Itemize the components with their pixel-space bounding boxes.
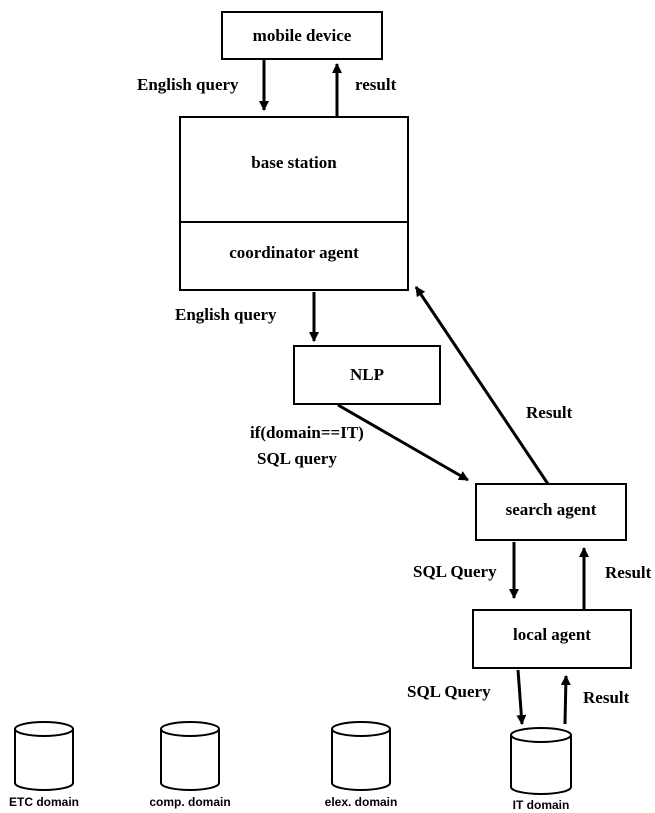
base-station-label: base station [251, 153, 337, 172]
sql-query-search-local-label: SQL Query [413, 562, 497, 581]
result-db-local-label: Result [583, 688, 630, 707]
elex-domain-database: elex. domain [325, 721, 398, 809]
sql-query-local-db-label: SQL Query [407, 682, 491, 701]
mobile-device-label: mobile device [253, 26, 352, 45]
english-query-mid-label: English query [175, 305, 277, 324]
result-top-label: result [355, 75, 397, 94]
base-station-node: base station coordinator agent [179, 116, 409, 291]
result-local-search-label: Result [605, 563, 652, 582]
sql-query-to-search-arrow [337, 403, 469, 482]
english-query-top-label: English query [137, 75, 239, 94]
elex-domain-label: elex. domain [325, 795, 398, 809]
comp-domain-label: comp. domain [149, 795, 230, 809]
search-agent-label: search agent [506, 500, 597, 519]
coordinator-agent-label: coordinator agent [229, 243, 359, 262]
mobile-device-node: mobile device [221, 11, 383, 60]
local-agent-node: local agent [472, 609, 632, 669]
sql-query-local-db-arrow [516, 669, 527, 725]
nlp-node: NLP [293, 345, 441, 405]
result-to-coordinator-arrow [414, 286, 550, 485]
if-domain-label: if(domain==IT) [250, 423, 364, 442]
result-right-label: Result [526, 403, 573, 422]
sql-query-lower-label: SQL query [257, 449, 337, 468]
search-agent-node: search agent [475, 483, 627, 541]
comp-domain-database: comp. domain [149, 721, 231, 809]
it-domain-database: IT domain [510, 727, 572, 812]
result-db-local-arrow [560, 675, 571, 725]
it-domain-label: IT domain [513, 798, 570, 812]
nlp-label: NLP [350, 365, 384, 384]
etc-domain-label: ETC domain [9, 795, 79, 809]
etc-domain-database: ETC domain [9, 721, 79, 809]
local-agent-label: local agent [513, 625, 591, 644]
